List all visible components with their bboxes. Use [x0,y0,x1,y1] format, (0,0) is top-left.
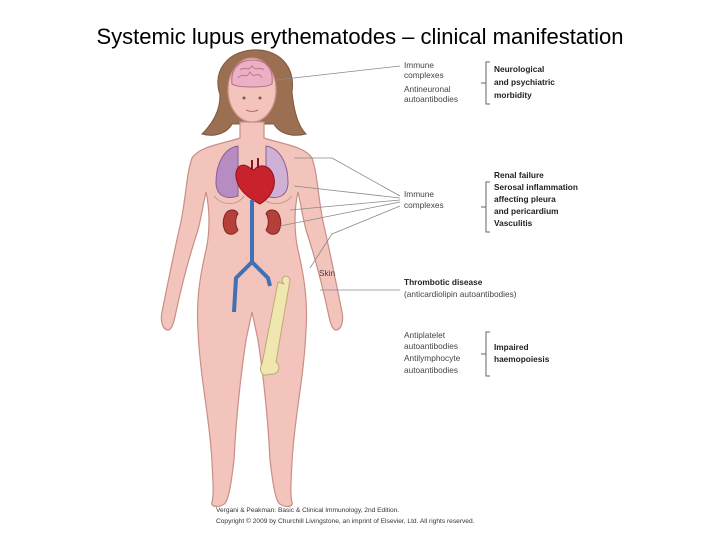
blood-cause-label: Antiplatelet autoantibodies Antilymphocy… [404,330,463,375]
brain-folds [237,65,265,79]
leader-lines [275,65,401,291]
brain-effect-label: Neurological and psychiatric morbidity [494,64,557,100]
body-silhouette [160,121,344,508]
organs-effect-label: Renal failure Serosal inflammation affec… [494,170,580,228]
left-eye [242,96,246,100]
blood-effect-label: Impaired haemopoiesis [494,342,550,364]
heart-vessels [251,158,259,170]
slide-title: Systemic lupus erythematodes – clinical … [96,24,624,49]
left-kidney [222,209,239,235]
thrombotic-title: Thrombotic disease [404,277,483,287]
skin-label: Skin [319,268,336,278]
heart [235,164,275,205]
brain-cause-label: Immune complexes Antineuronal autoantibo… [404,60,458,104]
left-lung [215,145,239,198]
body-illustration [160,49,344,508]
thrombotic-subtitle: (anticardiolipin autoantibodies) [404,289,517,299]
organs-cause-label: Immune complexes [404,189,444,210]
right-kidney [265,209,282,235]
mouth [245,109,259,112]
copyright-credit: Vergani & Peakman: Basic & Clinical Immu… [216,507,475,525]
blood-vessel [232,200,272,313]
brain [231,59,273,88]
brackets [481,61,490,377]
right-eye [258,96,262,100]
femur-bone [259,275,291,376]
